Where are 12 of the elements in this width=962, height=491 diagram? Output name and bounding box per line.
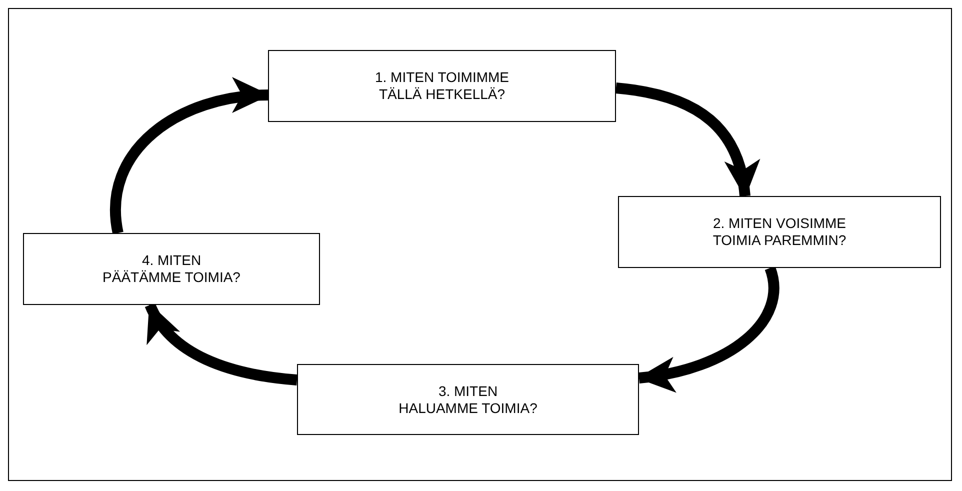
- step-label: 4. MITEN PÄÄTÄMME TOIMIA?: [102, 252, 242, 286]
- step-label: 3. MITEN HALUAMME TOIMIA?: [398, 382, 538, 416]
- process-box: [23, 233, 320, 305]
- curved-arrow: [637, 266, 780, 392]
- curved-arrow: [110, 78, 270, 234]
- process-box: [618, 196, 941, 268]
- step-label: 1. MITEN TOIMIMME TÄLLÄ HETKELLÄ?: [374, 69, 510, 103]
- process-box: [268, 50, 616, 122]
- step-label: 2. MITEN VOISIMME TOIMIA PAREMMIN?: [712, 215, 848, 249]
- curved-arrow: [145, 302, 298, 386]
- curved-arrow: [615, 82, 758, 198]
- process-box: [297, 364, 639, 435]
